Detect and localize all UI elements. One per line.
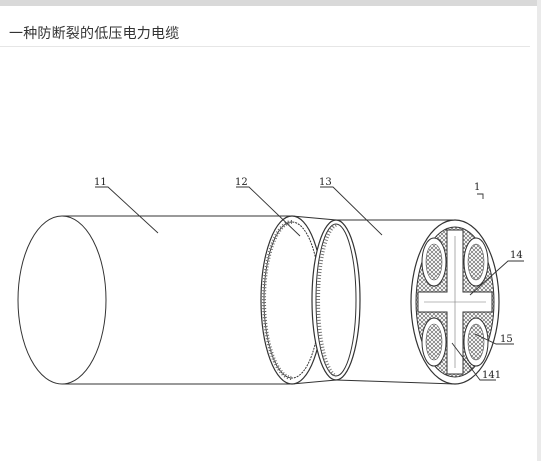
outer-sheath-end <box>17 215 107 385</box>
label-filler: 15 <box>500 334 513 345</box>
label-assembly: 1 <box>474 182 480 193</box>
header-bar: 一种防断裂的低压电力电缆 <box>0 6 530 47</box>
label-core: 14 <box>510 250 523 261</box>
top-strip <box>0 0 541 6</box>
label-inner-sheath: 13 <box>319 177 332 188</box>
cable-diagram: 11 12 13 1 14 15 141 <box>17 177 524 385</box>
page-title: 一种防断裂的低压电力电缆 <box>9 26 180 42</box>
label-sheath: 11 <box>94 177 107 188</box>
label-conductor: 141 <box>482 370 501 381</box>
label-armor: 12 <box>235 177 248 188</box>
scrollbar-track[interactable] <box>537 0 541 461</box>
